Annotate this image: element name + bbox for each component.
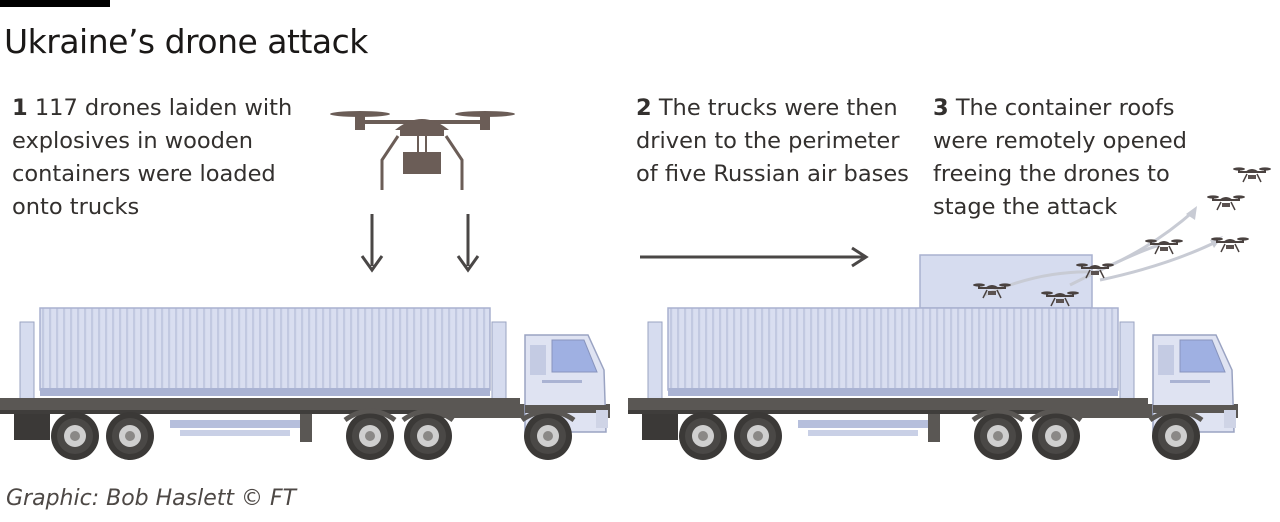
step-3-number: 3 (933, 95, 949, 121)
step-1-number: 1 (12, 95, 28, 121)
flight-paths (984, 208, 1221, 297)
right-arrow-icon (640, 246, 869, 268)
step-1-text: 117 drones laiden with explosives in woo… (12, 95, 293, 220)
page-title: Ukraine’s drone attack (4, 22, 368, 61)
step-2-caption: 2 The trucks were then driven to the per… (636, 92, 926, 191)
step-3-caption: 3 The container roofs were remotely open… (933, 92, 1233, 224)
graphic-credit: Graphic: Bob Haslett © FT (6, 486, 297, 511)
container-truck-2-icon (628, 308, 1238, 460)
step-2-text: The trucks were then driven to the perim… (636, 95, 909, 187)
step-3-text: The container roofs were remotely opened… (933, 95, 1187, 220)
brand-bar (0, 0, 110, 7)
down-arrow-left-icon (360, 214, 384, 273)
small-drone-icon (1206, 194, 1246, 211)
flight-path-arrow-icon (1186, 206, 1197, 220)
small-drone-icon (1232, 166, 1272, 183)
small-drone-icon (1210, 236, 1250, 253)
quadcopter-drone-icon (330, 111, 515, 190)
container-truck-icon (0, 308, 610, 460)
step-1-caption: 1 117 drones laiden with explosives in w… (12, 92, 312, 224)
down-arrow-right-icon (456, 214, 480, 273)
step-2-number: 2 (636, 95, 652, 121)
